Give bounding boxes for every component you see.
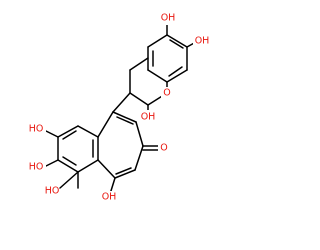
hydroxyl-left-upper-label: HO — [29, 124, 44, 135]
bond — [147, 34, 168, 48]
bond — [129, 57, 149, 71]
bond — [114, 169, 136, 179]
bond-double — [115, 167, 132, 175]
label-halo — [158, 142, 170, 154]
bond-double — [116, 116, 134, 125]
bond — [57, 125, 79, 138]
bond — [45, 130, 59, 138]
chroman-bonds — [112, 23, 197, 114]
bond — [129, 92, 149, 106]
hydroxyl-chroman-label: OH — [141, 112, 156, 123]
bond-double — [168, 66, 183, 77]
bond — [135, 121, 144, 147]
hydroxyl-left-lower-label: HO — [45, 186, 60, 197]
bond-double — [62, 130, 77, 140]
molecule-drawing: OH OH O OH HO HO HO OH O — [26, 12, 211, 203]
label-halo — [26, 123, 46, 135]
ketone-oxygen-label: O — [160, 143, 167, 154]
bond-double — [169, 39, 184, 49]
bond-double — [62, 156, 77, 166]
bond — [77, 159, 99, 173]
bond — [166, 69, 188, 83]
benzotropolone-bonds — [45, 111, 161, 195]
atom-labels: OH OH O OH HO HO HO OH O — [26, 13, 211, 203]
label-halo — [139, 110, 157, 122]
bond — [112, 92, 131, 113]
bond — [57, 159, 79, 173]
hydroxyl-bottom-label: OH — [102, 192, 117, 203]
label-halo — [100, 191, 118, 203]
bond — [77, 125, 99, 138]
bond — [45, 159, 59, 167]
hydroxyl-top-label: OH — [161, 13, 176, 24]
bond — [134, 145, 144, 171]
label-halo — [193, 35, 211, 47]
structure-canvas: OH OH O OH HO HO HO OH O — [26, 12, 211, 203]
ring-oxygen-label: O — [163, 88, 170, 99]
label-halo — [159, 13, 177, 25]
bond — [97, 111, 114, 138]
label-halo — [26, 161, 46, 173]
bond — [59, 171, 79, 189]
bond — [97, 159, 116, 179]
label-halo — [161, 87, 173, 99]
label-halo — [42, 185, 62, 197]
bond — [112, 111, 137, 123]
bond — [147, 69, 168, 83]
bond — [166, 34, 188, 48]
hydroxyl-right-label: OH — [195, 36, 210, 47]
hydroxyl-left-mid-label: HO — [29, 162, 44, 173]
